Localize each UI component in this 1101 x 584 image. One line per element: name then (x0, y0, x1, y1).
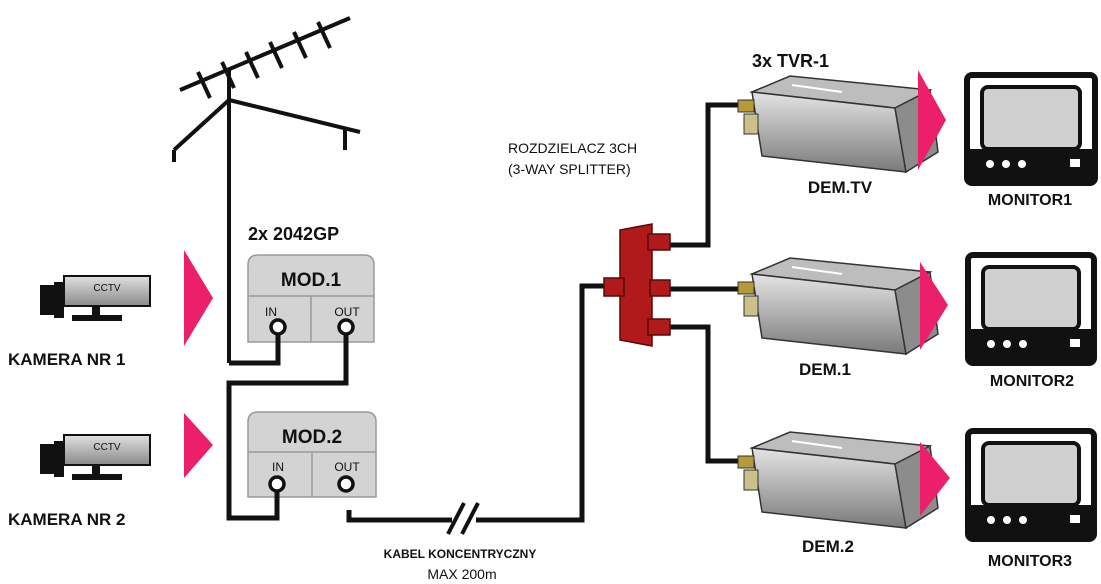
monitor-1-label: MONITOR1 (988, 192, 1072, 209)
demodulator-2-label: DEM.2 (802, 537, 854, 556)
splitter (603, 223, 671, 347)
monitor-2-label: MONITOR2 (990, 373, 1074, 390)
modulator-1: MOD.1 IN OUT (247, 254, 375, 343)
monitor-2 (965, 252, 1097, 366)
in-port-icon (269, 318, 287, 336)
demodulator-tv (737, 75, 939, 174)
modulator-name: MOD.2 (282, 427, 342, 448)
splitter-sublabel: (3-WAY SPLITTER) (508, 161, 631, 177)
modulator-2: MOD.2 IN OUT (247, 411, 377, 498)
in-port-label: IN (265, 305, 277, 319)
arrow-dem-1 (920, 262, 948, 350)
out-port-icon (337, 475, 355, 493)
modulator-group-label: 2x 2042GP (248, 224, 339, 244)
splitter-label: ROZDZIELACZ 3CH (508, 140, 637, 156)
demodulator-1-label: DEM.1 (799, 360, 851, 379)
cable-label: KABEL KONCENTRYCZNY (384, 547, 537, 561)
monitor-1 (964, 72, 1098, 186)
camera-tag: CCTV (93, 283, 121, 294)
demodulator-1 (737, 257, 939, 356)
monitor-3 (965, 428, 1097, 542)
arrow-camera-2 (184, 413, 213, 478)
demodulator-2 (737, 431, 939, 530)
camera-1-label: KAMERA NR 1 (8, 350, 125, 369)
cable-max-length: MAX 200m (427, 566, 496, 582)
in-port-icon (268, 475, 286, 493)
cable-break-mark (446, 502, 480, 535)
out-port-label: OUT (334, 460, 360, 474)
coax-cables (226, 102, 748, 523)
camera-1: CCTV (40, 275, 151, 321)
antenna (172, 16, 361, 363)
out-port-icon (337, 318, 355, 336)
in-port-label: IN (272, 460, 284, 474)
arrow-dem-2 (920, 442, 950, 516)
camera-tag: CCTV (93, 442, 121, 453)
arrow-dem-tv (918, 70, 946, 170)
camera-2-label: KAMERA NR 2 (8, 510, 125, 529)
monitor-3-label: MONITOR3 (988, 553, 1072, 570)
out-port-label: OUT (334, 305, 360, 319)
camera-2: CCTV (40, 434, 151, 480)
modulator-name: MOD.1 (281, 270, 342, 291)
demodulator-group-label: 3x TVR-1 (752, 51, 829, 71)
arrow-camera-1 (184, 250, 213, 346)
demodulator-tv-label: DEM.TV (808, 178, 873, 197)
